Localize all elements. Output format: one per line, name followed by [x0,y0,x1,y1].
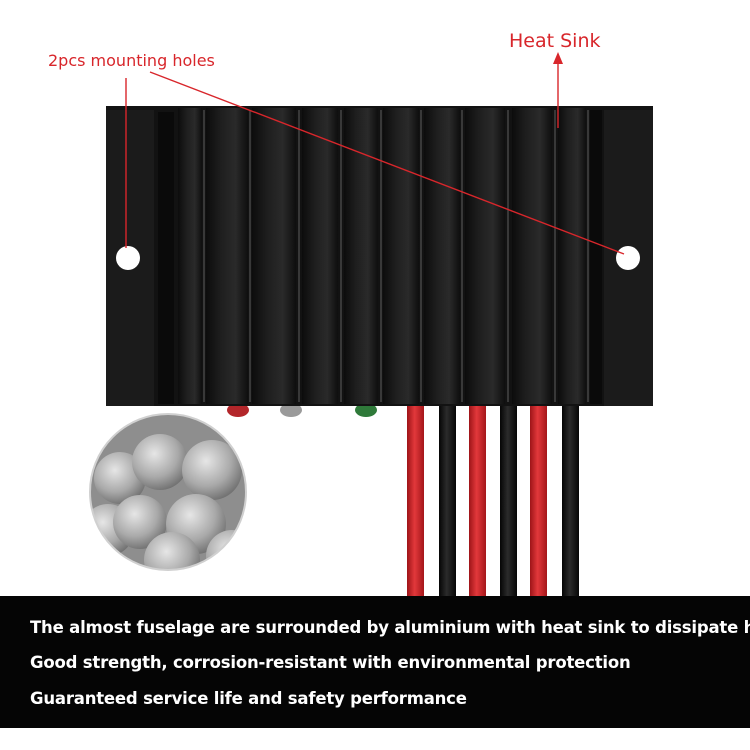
product-photo [89,52,653,600]
mounting-hole-left [116,246,140,270]
heat-sink-fin [465,108,505,404]
heat-sink-fin [178,108,202,404]
mounting-holes-label: 2pcs mounting holes [48,51,215,70]
heat-sink-fin [302,108,338,404]
heat-sink-fin [206,108,248,404]
led-green [355,403,377,417]
wire-black [500,395,517,600]
callout-lines [125,60,625,255]
heat-sink-fin [158,112,174,404]
heat-sink-fin [558,108,586,404]
heat-sink-fin [252,108,296,404]
indicator-leds [227,403,377,417]
heat-sink-label: Heat Sink [509,30,601,52]
caption-line: The almost fuselage are surrounded by al… [30,618,750,637]
cable-bundle [407,395,579,600]
wire-black [439,395,456,600]
led-red [227,403,249,417]
caption-panel: The almost fuselage are surrounded by al… [0,596,750,728]
heat-sink-fin [590,110,602,404]
led-grey [280,403,302,417]
caption-line: Guaranteed service life and safety perfo… [30,689,467,708]
heat-sink [106,106,653,406]
aluminium-rods-inset [89,413,247,571]
wire-red [530,395,547,600]
wire-red [469,395,486,600]
caption-line: Good strength, corrosion-resistant with … [30,653,631,672]
wire-red [407,395,424,600]
mounting-hole-right [616,246,640,270]
heat-sink-fin [512,108,552,404]
fin-highlights [203,110,589,402]
heat-sink-fin [383,108,419,404]
wire-black [562,395,579,600]
arrow-up-icon [553,52,563,64]
heat-sink-fin [424,108,460,404]
callout-line-right-hole [149,71,625,255]
